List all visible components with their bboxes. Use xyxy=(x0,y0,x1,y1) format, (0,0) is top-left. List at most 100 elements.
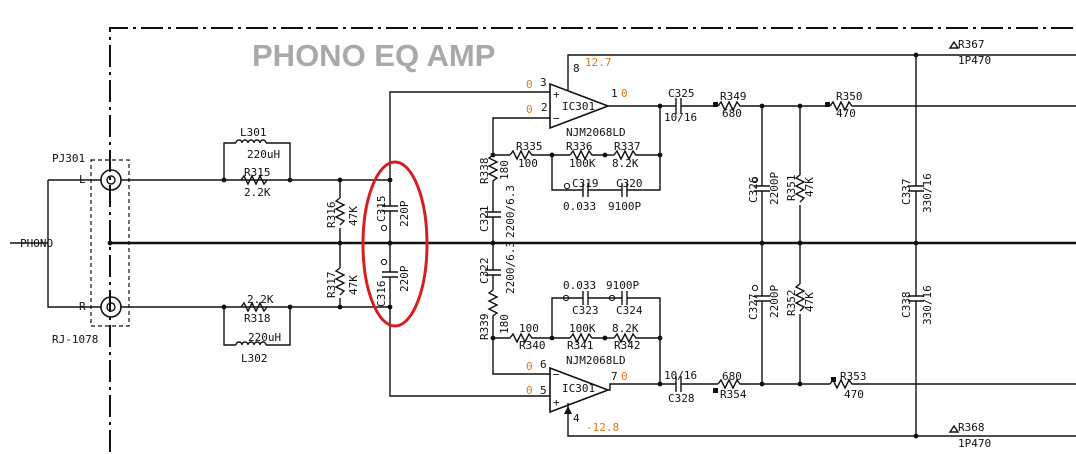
c337-capacitor xyxy=(908,185,924,192)
phono-label: PHONO xyxy=(20,237,53,250)
r352-ref: R352 xyxy=(785,290,798,317)
r316-resistor xyxy=(334,197,346,226)
jack-part: RJ-1078 xyxy=(52,333,98,346)
c321-val: 2200/6.3 xyxy=(504,185,517,238)
r335-val: 100 xyxy=(518,157,538,170)
r367-resistor xyxy=(948,40,960,49)
r367-val: 1P470 xyxy=(958,54,991,67)
l301-inductor xyxy=(235,139,267,144)
c324-ref: C324 xyxy=(616,304,643,317)
c321-ref: C321 xyxy=(478,206,491,233)
pin4: 4 xyxy=(573,412,580,425)
r353-resistor xyxy=(829,378,1076,390)
jack-left-label: L xyxy=(79,173,86,186)
r335-resistor xyxy=(509,149,552,161)
c316-val: 220P xyxy=(398,265,411,292)
c323-capacitor xyxy=(582,291,589,305)
r350-ref: R350 xyxy=(836,90,863,103)
c322-ref: C322 xyxy=(478,258,491,285)
pin1: 1 xyxy=(611,87,618,100)
r339-resistor xyxy=(487,289,499,338)
c328-capacitor xyxy=(675,376,682,392)
c327-capacitor xyxy=(754,295,770,302)
r338-ref: R338 xyxy=(478,158,491,185)
c324-val: 9100P xyxy=(606,279,639,292)
l302-inductor xyxy=(235,341,267,346)
c338-ref: C338 xyxy=(900,292,913,319)
r352-val: 47K xyxy=(803,292,816,312)
r351-resistor xyxy=(794,174,806,203)
c319-capacitor xyxy=(582,183,589,197)
l301-ref: L301 xyxy=(240,126,267,139)
c328-val: 10/16 xyxy=(664,369,697,382)
c326-capacitor xyxy=(754,185,770,192)
r354-ref: R354 xyxy=(720,388,747,401)
r340-ref: R340 xyxy=(519,339,546,352)
v-pin4: -12.8 xyxy=(586,421,619,434)
r367-ref: R367 xyxy=(958,38,985,51)
c315-capacitor xyxy=(382,205,398,212)
svg-text:+: + xyxy=(553,396,560,409)
c326-ref: C326 xyxy=(747,177,760,204)
r354-resistor xyxy=(717,378,830,390)
v-pin1: 0 xyxy=(621,87,628,100)
c324-capacitor xyxy=(621,291,628,305)
r316-val: 47K xyxy=(347,206,360,226)
ic-top-ref: IC301 xyxy=(562,100,595,113)
c315-val: 220P xyxy=(398,200,411,227)
c337-ref: C337 xyxy=(900,179,913,206)
r341-resistor xyxy=(569,332,605,344)
c325-capacitor xyxy=(675,98,682,114)
c328-ref: C328 xyxy=(668,392,695,405)
r317-ref: R317 xyxy=(325,272,338,299)
r349-val: 680 xyxy=(722,107,742,120)
r352-resistor xyxy=(794,283,806,312)
c327-val: 2200P xyxy=(768,285,781,318)
r349-resistor xyxy=(717,100,830,112)
c326-val: 2200P xyxy=(768,172,781,205)
r335-ref: R335 xyxy=(516,140,543,153)
v-pin8: 12.7 xyxy=(585,56,612,69)
c320-capacitor xyxy=(621,183,628,197)
jack-right-label: R xyxy=(79,300,86,313)
l302-ref: L302 xyxy=(241,352,268,365)
opamp-bottom-triangle xyxy=(549,366,611,414)
r340-val: 100 xyxy=(519,322,539,335)
svg-text:−: − xyxy=(553,368,560,381)
r336-ref: R336 xyxy=(566,140,593,153)
c325-val: 10/16 xyxy=(664,111,697,124)
c320-val: 9100P xyxy=(608,200,641,213)
block-title: PHONO EQ AMP xyxy=(252,38,495,73)
r337-ref: R337 xyxy=(614,140,641,153)
v-pin5: 0 xyxy=(526,384,533,397)
r339-ref: R339 xyxy=(478,314,491,341)
r317-val: 47K xyxy=(347,275,360,295)
c325-ref: C325 xyxy=(668,87,695,100)
c322-capacitor xyxy=(485,269,501,276)
r342-ref: R342 xyxy=(614,339,641,352)
pin6: 6 xyxy=(540,358,547,371)
pin7: 7 xyxy=(611,370,618,383)
l302-val: 220uH xyxy=(248,331,281,344)
c323-ref: C323 xyxy=(572,304,599,317)
c316-ref: C316 xyxy=(375,281,388,308)
opamp-top-triangle xyxy=(549,82,611,130)
ic-bottom-ref: IC301 xyxy=(562,382,595,395)
pin2: 2 xyxy=(541,101,548,114)
r354-val: 680 xyxy=(722,370,742,383)
r350-resistor xyxy=(829,100,1076,112)
pin8: 8 xyxy=(573,62,580,75)
r315-val: 2.2K xyxy=(244,186,271,199)
c319-val: 0.033 xyxy=(563,200,596,213)
c315-ref: C315 xyxy=(375,196,388,223)
r349-ref: R349 xyxy=(720,90,747,103)
r342-resistor xyxy=(613,332,660,344)
r350-val: 470 xyxy=(836,107,856,120)
r353-ref: R353 xyxy=(840,370,867,383)
v-pin6: 0 xyxy=(526,360,533,373)
r315-ref: R315 xyxy=(244,166,271,179)
r318-val: 2.2K xyxy=(247,293,274,306)
c323-val: 0.033 xyxy=(563,279,596,292)
ic-top-part: NJM2068LD xyxy=(566,126,626,139)
